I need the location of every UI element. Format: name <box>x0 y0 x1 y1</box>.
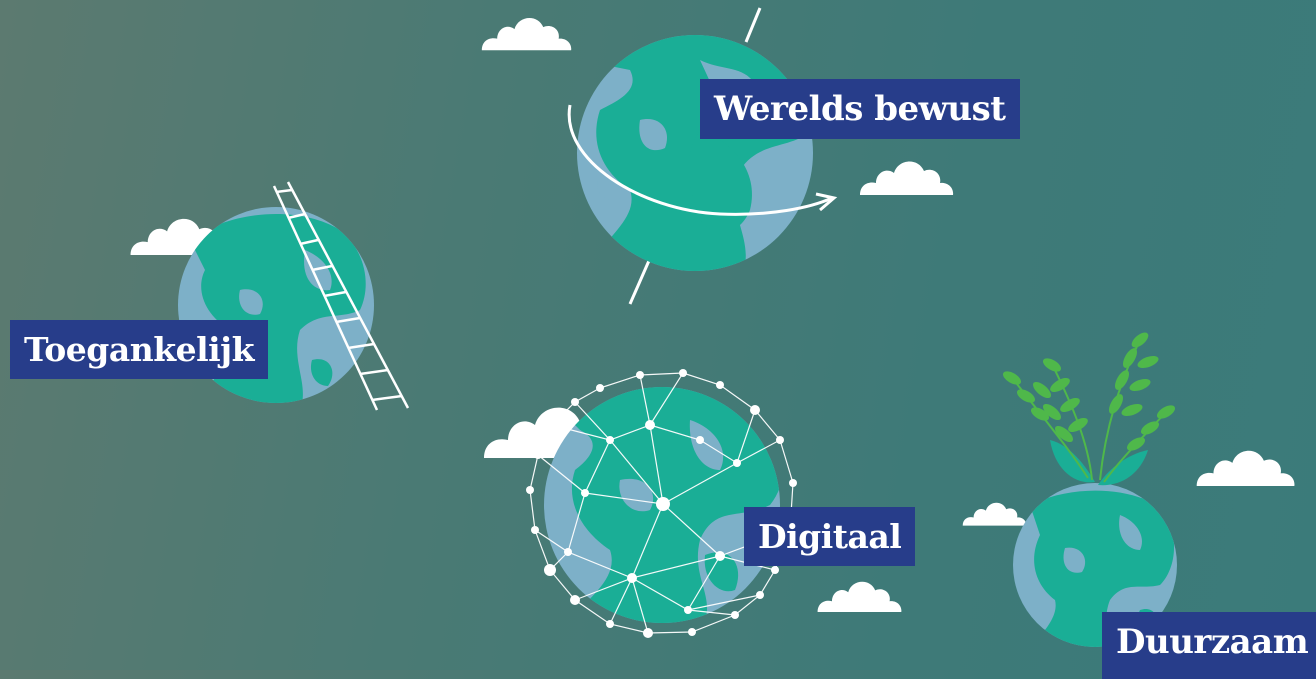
label-duurzaam: Duurzaam <box>1102 612 1316 679</box>
globe-icon <box>1002 332 1177 647</box>
cloud-icon <box>481 17 572 51</box>
label-digitaal: Digitaal <box>744 507 916 566</box>
label-toegankelijk: Toegankelijk <box>10 320 268 379</box>
globe-icon <box>526 369 797 638</box>
plant-icon <box>1002 332 1176 486</box>
cloud-icon <box>962 502 1027 526</box>
cloud-icon <box>860 161 954 195</box>
label-werelds-bewust: Werelds bewust <box>700 79 1020 139</box>
ladder-icon <box>272 181 410 411</box>
cloud-icon <box>1196 450 1295 486</box>
cloud-icon <box>817 581 902 612</box>
orbit-arrow-icon <box>567 104 833 216</box>
globe-icon <box>567 7 838 305</box>
